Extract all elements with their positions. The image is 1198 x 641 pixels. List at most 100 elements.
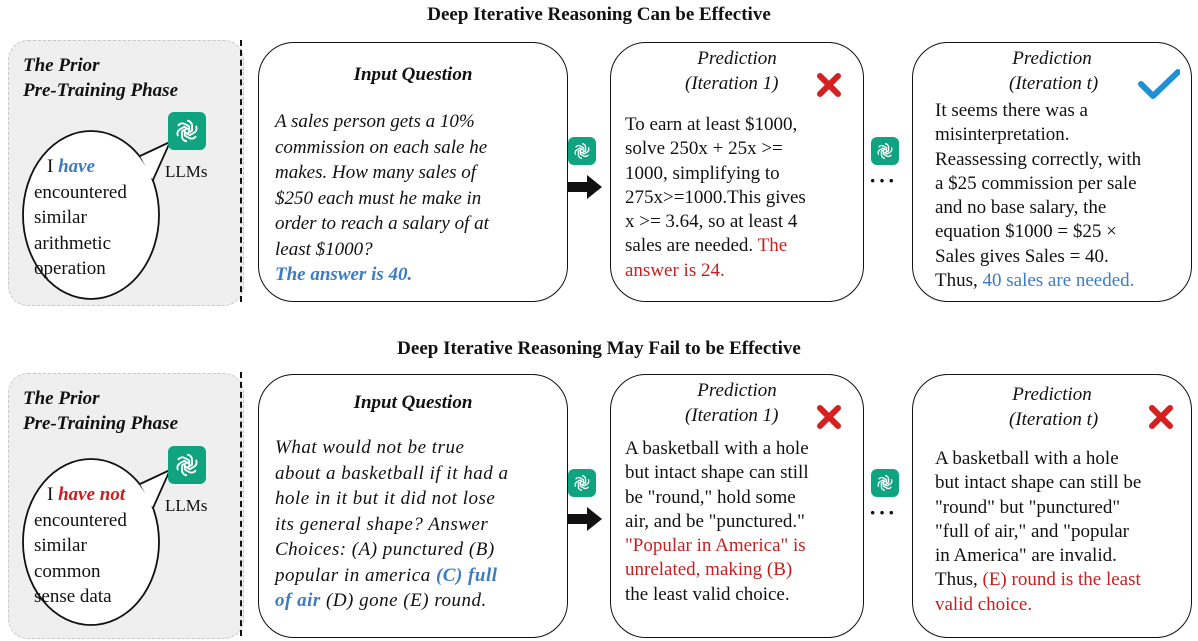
bubble-text: I have encountered similar arithmetic op… — [34, 154, 127, 282]
chatgpt-logo-icon — [168, 112, 206, 150]
ellipsis: ··· — [869, 168, 898, 193]
prediction-iter1-box: Prediction (Iteration 1) A basketball wi… — [610, 374, 864, 638]
question-line: (D) gone (E) round. — [326, 590, 487, 611]
bubble-i: I — [47, 156, 54, 177]
predt-title-line1: Prediction — [1012, 48, 1092, 69]
pred1-title-line2: (Iteration 1) — [685, 73, 779, 94]
question-line: about a basketball if it had a — [275, 462, 509, 484]
ground-truth-answer: (C) full — [435, 564, 498, 586]
pred-line: To earn at least $1000, — [625, 114, 798, 135]
pred1-title-line1: Prediction — [697, 48, 777, 69]
input-question-box: Input Question A sales person gets a 10%… — [258, 42, 568, 302]
bubble-line: similar — [34, 207, 87, 228]
question-line: What would not be true — [275, 437, 465, 458]
llm-label: LLMs — [165, 496, 208, 515]
pred-line: sales are needed. — [625, 235, 754, 257]
chatgpt-logo-icon — [168, 446, 206, 484]
pred1-text: A basketball with a hole but intact shap… — [625, 437, 851, 607]
predt-title-line1: Prediction — [1012, 384, 1092, 405]
question-line: $250 each must he make in — [275, 187, 482, 209]
llm-label: LLMs — [165, 162, 208, 181]
wrong-answer: (E) round is the least — [982, 569, 1141, 591]
speech-bubble — [22, 458, 172, 626]
pred-line: x >= 3.64, so at least 4 — [625, 211, 798, 233]
pred1-text: To earn at least $1000, solve 250x + 25x… — [625, 113, 847, 283]
bubble-line: encountered — [34, 509, 127, 531]
chatgpt-logo-icon — [568, 469, 596, 497]
pred-line: be "round," hold some — [625, 486, 796, 508]
divider — [240, 40, 242, 302]
ground-truth-answer: of air — [275, 590, 321, 611]
bubble-line: operation — [34, 258, 106, 279]
wrong-answer: "Popular in America" is — [625, 535, 806, 557]
ellipsis: ··· — [869, 500, 898, 525]
bubble-line: similar — [34, 535, 87, 556]
chatgpt-logo-icon — [871, 469, 899, 497]
pred-line: Sales gives Sales = 40. — [935, 245, 1109, 267]
question-line: commission on each sale he — [275, 136, 488, 158]
prior-title-line2: Pre-Training Phase — [23, 80, 178, 101]
question-line: least $1000? — [275, 238, 373, 260]
prior-title-line1: The Prior — [23, 55, 100, 76]
pred-line: Reassessing correctly, with — [935, 148, 1142, 170]
pred1-title-line2: (Iteration 1) — [685, 405, 779, 426]
bubble-emph: have — [58, 156, 96, 177]
wrong-answer: unrelated, making (B) — [625, 559, 793, 581]
bubble-text: I have not encountered similar common se… — [34, 482, 127, 610]
prediction-iter1-box: Prediction (Iteration 1) To earn at leas… — [610, 42, 864, 302]
pred-line: It seems there was a — [935, 100, 1088, 121]
pred-line: Thus, — [935, 270, 978, 292]
question-line: order to reach a salary of at — [275, 213, 489, 234]
predt-title-line2: (Iteration t) — [1009, 409, 1099, 430]
input-question-text: A sales person gets a 10% commission on … — [275, 109, 557, 288]
pred-line: A basketball with a hole — [625, 438, 809, 459]
wrong-answer: answer is 24. — [625, 259, 725, 281]
cross-mark-icon — [817, 73, 841, 97]
bottom-heading: Deep Iterative Reasoning May Fail to be … — [397, 338, 801, 359]
bubble-line: arithmetic — [34, 232, 112, 254]
input-title: Input Question — [353, 64, 473, 85]
prediction-itert-box: Prediction (Iteration t) A basketball wi… — [912, 374, 1192, 638]
question-line: Choices: (A) punctured (B) — [275, 539, 495, 560]
pred-line: a $25 commission per sale — [935, 172, 1137, 194]
check-mark-icon — [1138, 69, 1180, 99]
ground-truth-answer: The answer is 40. — [275, 264, 413, 285]
bubble-i: I — [47, 484, 54, 505]
chatgpt-logo-icon — [871, 137, 899, 165]
bubble-line: encountered — [34, 181, 127, 203]
cross-mark-icon — [817, 405, 841, 429]
divider — [240, 372, 242, 636]
pred-line: solve 250x + 25x >= — [625, 138, 783, 160]
pred-line: 275x>=1000.This gives — [625, 186, 806, 208]
top-heading: Deep Iterative Reasoning Can be Effectiv… — [427, 4, 771, 25]
pred-line: "round" but "punctured" — [935, 496, 1121, 518]
input-question-box: Input Question What would not be true ab… — [258, 374, 568, 638]
pred1-title-line1: Prediction — [697, 380, 777, 401]
pred-line: equation $1000 = $25 × — [935, 221, 1117, 243]
right-arrow-icon — [567, 175, 602, 199]
predt-text: It seems there was a misinterpretation. … — [935, 99, 1177, 293]
predt-title-line2: (Iteration t) — [1009, 73, 1099, 94]
speech-bubble — [22, 130, 172, 300]
prior-title-line1: The Prior — [23, 388, 100, 409]
chatgpt-logo-icon — [568, 137, 596, 165]
pred-line: and no base salary, the — [935, 197, 1107, 219]
input-title: Input Question — [353, 392, 473, 413]
pred-line: the least valid choice. — [625, 583, 790, 605]
question-line: A sales person gets a 10% — [275, 111, 475, 132]
pred-line: air, and be "punctured." — [625, 510, 805, 532]
pred-line: A basketball with a hole — [935, 448, 1119, 469]
bubble-emph: have not — [58, 484, 126, 505]
question-line: popular in america — [275, 564, 431, 586]
question-line: hole in it but it did not lose — [275, 488, 496, 509]
pred-line: in America" are invalid. — [935, 545, 1117, 567]
pred-line: Thus, — [935, 569, 978, 591]
pred-line: but intact shape can still be — [935, 472, 1142, 494]
bubble-line: sense data — [34, 586, 112, 607]
right-arrow-icon — [567, 507, 602, 531]
wrong-answer: The — [757, 235, 788, 257]
pred-line: misinterpretation. — [935, 124, 1070, 146]
question-line: makes. How many sales of — [275, 162, 477, 183]
cross-mark-icon — [1149, 405, 1173, 429]
correct-answer: 40 sales are needed. — [982, 270, 1135, 292]
